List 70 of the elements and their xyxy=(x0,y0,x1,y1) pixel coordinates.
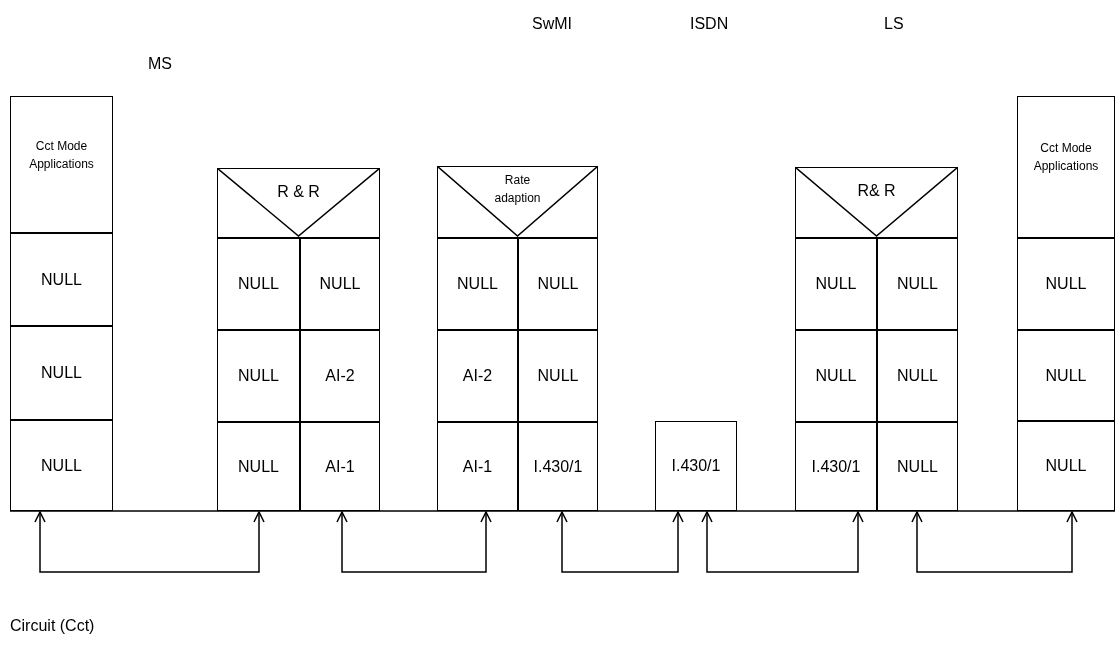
layer-box xyxy=(217,422,300,511)
layer-box xyxy=(877,422,958,511)
caption: Circuit (Cct) xyxy=(10,617,95,635)
layer-name: NULL xyxy=(319,275,361,293)
layer-name: I.430/1 xyxy=(811,457,861,476)
layer-name: NULL xyxy=(897,275,938,293)
layer-name: R& R xyxy=(857,182,896,200)
layer-name: NULL xyxy=(457,275,498,293)
layer-box xyxy=(877,238,958,330)
layer-box xyxy=(300,238,380,330)
layer-name: NULL xyxy=(897,457,938,476)
layer-name: AI-2 xyxy=(462,367,493,385)
layer-box xyxy=(437,422,518,511)
entity-label: LS xyxy=(884,15,904,33)
layer-box xyxy=(437,238,518,330)
layer-name: NULL xyxy=(1045,457,1087,475)
bidirectional-arrow xyxy=(911,511,1078,573)
layer-box xyxy=(518,330,598,422)
layer-box xyxy=(300,422,380,511)
bidirectional-arrow xyxy=(34,511,265,573)
layer-box xyxy=(217,330,300,422)
layer-box xyxy=(1017,96,1115,238)
bidirectional-arrow xyxy=(701,511,864,573)
layer-box xyxy=(877,330,958,422)
layer-box xyxy=(795,422,877,511)
layer-box xyxy=(10,326,113,420)
layer-box xyxy=(795,238,877,330)
entity-label: MS xyxy=(148,55,172,73)
bidirectional-arrow xyxy=(556,511,684,573)
layer-name: I.430/1 xyxy=(533,457,583,476)
layer-box xyxy=(300,330,380,422)
layer-box xyxy=(10,420,113,511)
layer-box xyxy=(1017,421,1115,511)
bidirectional-arrow xyxy=(336,511,492,573)
layer-box xyxy=(518,238,598,330)
triangle-layer-box xyxy=(437,166,598,238)
layer-box xyxy=(518,422,598,511)
layer-name: NULL xyxy=(537,367,579,385)
layer-box xyxy=(10,96,113,233)
layer-name: R & R xyxy=(277,183,320,201)
layer-name: NULL xyxy=(238,367,279,385)
layer-box xyxy=(437,330,518,422)
layer-name: AI-1 xyxy=(325,457,355,476)
layer-name: NULL xyxy=(1045,275,1087,293)
layer-name: NULL xyxy=(815,275,857,293)
layer-name: Cct Mode Applications xyxy=(28,137,95,173)
layer-box xyxy=(795,330,877,422)
layer-name: NULL xyxy=(537,275,579,293)
layer-name: NULL xyxy=(1045,366,1087,385)
layer-name: NULL xyxy=(897,367,938,385)
layer-name: Rate adaption xyxy=(493,172,542,207)
layer-name: NULL xyxy=(41,364,82,382)
layer-name: AI-2 xyxy=(325,367,355,385)
layer-box xyxy=(217,238,300,330)
entity-label: SwMI xyxy=(532,15,572,33)
layer-name: I.430/1 xyxy=(671,457,721,475)
layer-box xyxy=(1017,238,1115,330)
layer-box xyxy=(10,233,113,326)
triangle-layer-box xyxy=(217,168,380,238)
layer-box xyxy=(655,421,737,511)
entity-label: ISDN xyxy=(690,15,729,33)
layer-box xyxy=(1017,330,1115,421)
triangle-layer-box xyxy=(795,167,958,238)
layer-name: Cct Mode Applications xyxy=(1032,140,1100,175)
layer-name: NULL xyxy=(238,457,279,476)
layer-name: NULL xyxy=(815,367,857,385)
layer-name: AI-1 xyxy=(462,457,493,476)
layer-name: NULL xyxy=(238,275,279,293)
layer-name: NULL xyxy=(41,456,82,475)
layer-name: NULL xyxy=(41,270,82,289)
